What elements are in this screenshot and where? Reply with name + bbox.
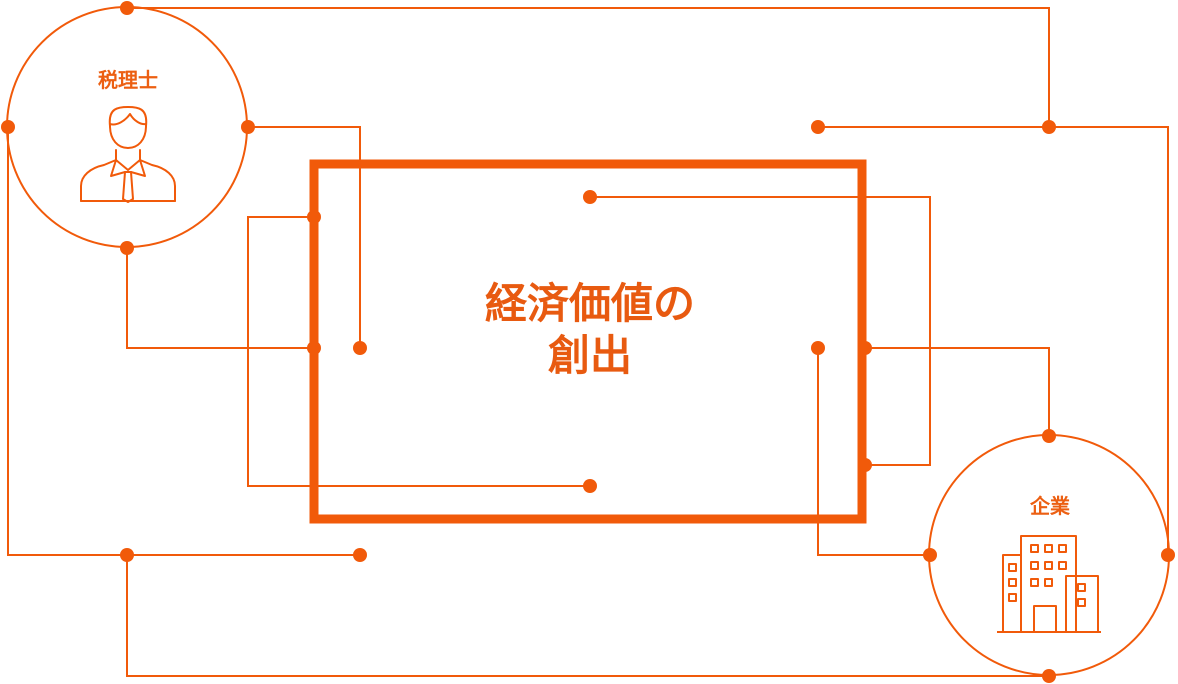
connector-line — [817, 348, 930, 556]
tax-accountant-label: 税理士 — [98, 68, 158, 92]
connection-dot — [811, 120, 825, 134]
businessman-icon — [80, 106, 176, 203]
connection-dot — [307, 210, 321, 224]
connection-dot — [1042, 120, 1056, 134]
connection-dot — [241, 120, 255, 134]
connection-dot — [120, 241, 134, 255]
connection-dot — [353, 548, 367, 562]
connection-dot — [1, 120, 15, 134]
connection-dot — [353, 341, 367, 355]
connector-line — [126, 248, 314, 349]
connection-dot — [858, 458, 872, 472]
connection-dot — [923, 548, 937, 562]
connector-line — [126, 555, 1049, 677]
building-icon — [997, 535, 1101, 633]
center-title: 経済価値の 創出 — [380, 278, 800, 382]
connector-line — [590, 196, 931, 466]
center-title-line2: 創出 — [547, 331, 632, 380]
tax-accountant-circle — [6, 6, 248, 248]
connection-dot — [120, 1, 134, 15]
connection-dot — [1161, 548, 1175, 562]
connector-line — [248, 126, 361, 348]
connection-dot — [1042, 429, 1056, 443]
connection-dot — [120, 548, 134, 562]
connection-dot — [583, 190, 597, 204]
connector-line — [127, 7, 1050, 127]
company-label: 企業 — [1030, 494, 1070, 518]
connection-dot — [811, 341, 825, 355]
company-circle — [928, 434, 1170, 676]
connector-line — [7, 127, 360, 556]
connection-dot — [307, 341, 321, 355]
center-title-line1: 経済価値の — [484, 279, 695, 328]
connector-line — [865, 347, 1050, 436]
connector-line — [818, 126, 1169, 555]
connector-line — [247, 216, 590, 487]
connection-dot — [1042, 669, 1056, 683]
connection-dot — [583, 479, 597, 493]
connection-dot — [858, 341, 872, 355]
